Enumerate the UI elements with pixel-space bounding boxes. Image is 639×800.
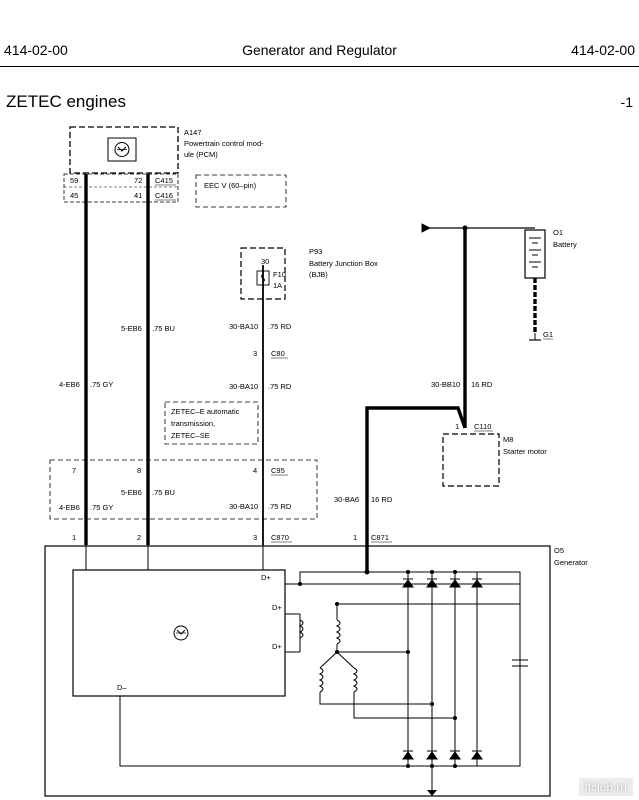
pcm-module: A147 Powertrain control mod- ule (PCM): [69, 126, 264, 174]
battery-name: Battery: [553, 240, 577, 249]
pcm-pin-72: 72: [134, 176, 142, 185]
terminal-dminus: D–: [117, 683, 127, 692]
section-title: ZETEC engines: [6, 92, 126, 111]
connector-c95-box: 7 8 4 C95: [49, 459, 318, 520]
wire-ba10-code: 30-BA10: [229, 322, 258, 331]
wire-ba10-spec-3: .75 RD: [268, 502, 292, 511]
c95-pin-4: 4: [253, 466, 257, 475]
starter-name: Starter motor: [503, 447, 547, 456]
starter-connector: C110: [474, 422, 491, 431]
note-line1: ZETEC–E automatic: [171, 407, 240, 416]
header-code-right: 414-02-00: [571, 42, 635, 58]
variant-note: ZETEC–E automatic transmission, ZETEC–SE: [164, 401, 259, 445]
wire-ba10-spec: .75 RD: [268, 322, 292, 331]
c80-pin: 3: [253, 349, 257, 358]
starter-id: M8: [503, 435, 513, 444]
bjb-id: P93: [309, 247, 322, 256]
pcm-pin-41: 41: [134, 191, 142, 200]
wire-eb6-gy: 4-EB6 .75 GY 4-EB6 .75 GY: [59, 174, 113, 545]
wire-ba6-spec: 16 RD: [371, 495, 393, 504]
connector-c95: C95: [271, 466, 285, 475]
pcm-connector-c415: C415: [155, 176, 173, 185]
battery: O1 Battery G1: [421, 223, 577, 341]
ecu-icon: [114, 142, 130, 157]
pcm-connector-c416: C416: [155, 191, 173, 200]
c871-pin-1: 1: [353, 533, 357, 542]
wire-eb6-bu-spec-2: .75 BU: [152, 488, 175, 497]
diode-icons: [402, 578, 483, 760]
wire-eb6-gy-spec: .75 GY: [90, 380, 113, 389]
header-code-left: 414-02-00: [4, 42, 68, 58]
wire-ba10-spec-2: .75 RD: [268, 382, 292, 391]
header-rule: [0, 66, 639, 67]
wire-ba10-code-2: 30-BA10: [229, 382, 258, 391]
wire-eb6-bu-spec: .75 BU: [152, 324, 175, 333]
starter-motor: 1 C110 M8 Starter motor: [442, 422, 547, 487]
c95-pin-7: 7: [72, 466, 76, 475]
terminal-dplus-3: D+: [272, 642, 282, 651]
wire-eb6-gy-code-2: 4-EB6: [59, 503, 80, 512]
battery-icon: [529, 237, 541, 268]
eec-box: EEC V (60–pin): [195, 174, 287, 208]
bjb-pin-30: 30: [261, 257, 269, 266]
terminal-dplus-2: D+: [272, 603, 282, 612]
generator-id: O5: [554, 546, 564, 555]
wire-eb6-gy-code: 4-EB6: [59, 380, 80, 389]
pcm-name-line1: Powertrain control mod-: [184, 139, 264, 148]
battery-junction-box: 30 F10 1A P93 Battery Junction Box (BJB): [240, 247, 378, 300]
wire-bb10: 30-BB10 16 RD: [431, 225, 493, 428]
wire-eb6-bu-code-2: 5-EB6: [121, 488, 142, 497]
pcm-name-line2: ule (PCM): [184, 150, 218, 159]
wire-ba10: 30-BA10 .75 RD 3 C80 30-BA10 .75 RD 30-B…: [229, 265, 292, 545]
bjb-name-line1: Battery Junction Box: [309, 259, 378, 268]
generator-name: Generator: [554, 558, 588, 567]
page-title: Generator and Regulator: [242, 42, 397, 58]
c870-label: C870: [271, 533, 289, 542]
wire-eb6-bu: 5-EB6 .75 BU 5-EB6 .75 BU: [121, 174, 175, 545]
regulator-icon: [173, 625, 189, 641]
wire-ba10-code-3: 30-BA10: [229, 502, 258, 511]
connector-c871: C871: [371, 533, 389, 542]
starter-pin: 1: [455, 422, 459, 431]
pcm-id: A147: [184, 128, 202, 137]
wire-eb6-bu-code: 5-EB6: [121, 324, 142, 333]
terminal-dplus-1: D+: [261, 573, 271, 582]
c870-pin-3: 3: [253, 533, 257, 542]
watermark: ffclub.ru: [578, 778, 633, 796]
eec-label: EEC V (60–pin): [204, 181, 257, 190]
c870-pin-2: 2: [137, 533, 141, 542]
note-line2: transmission,: [171, 419, 215, 428]
connector-c870: 1 2 3 C870: [72, 533, 292, 543]
wire-ba6: 30-BA6 16 RD 1 C871: [334, 406, 467, 572]
wire-bb10-spec: 16 RD: [471, 380, 493, 389]
wire-ba6-code: 30-BA6: [334, 495, 359, 504]
battery-id: O1: [553, 228, 563, 237]
fuse-id: F10: [273, 270, 286, 279]
wire-eb6-gy-spec-2: .75 GY: [90, 503, 113, 512]
c870-pin-1: 1: [72, 533, 76, 542]
ground-g1: G1: [543, 330, 553, 339]
pcm-pin-59: 59: [70, 176, 78, 185]
fuse-rating: 1A: [273, 281, 282, 290]
pcm-pin-45: 45: [70, 191, 78, 200]
bjb-name-line2: (BJB): [309, 270, 328, 279]
c95-pin-8: 8: [137, 466, 141, 475]
wire-bb10-code: 30-BB10: [431, 380, 460, 389]
section-page-number: -1: [620, 94, 633, 110]
generator: O5 Generator D+ D+ D+ D–: [44, 545, 588, 797]
pcm-connectors: 59 72 C415 45 41 C416: [63, 173, 179, 203]
connector-c80: C80: [271, 349, 285, 358]
note-line3: ZETEC–SE: [171, 431, 210, 440]
